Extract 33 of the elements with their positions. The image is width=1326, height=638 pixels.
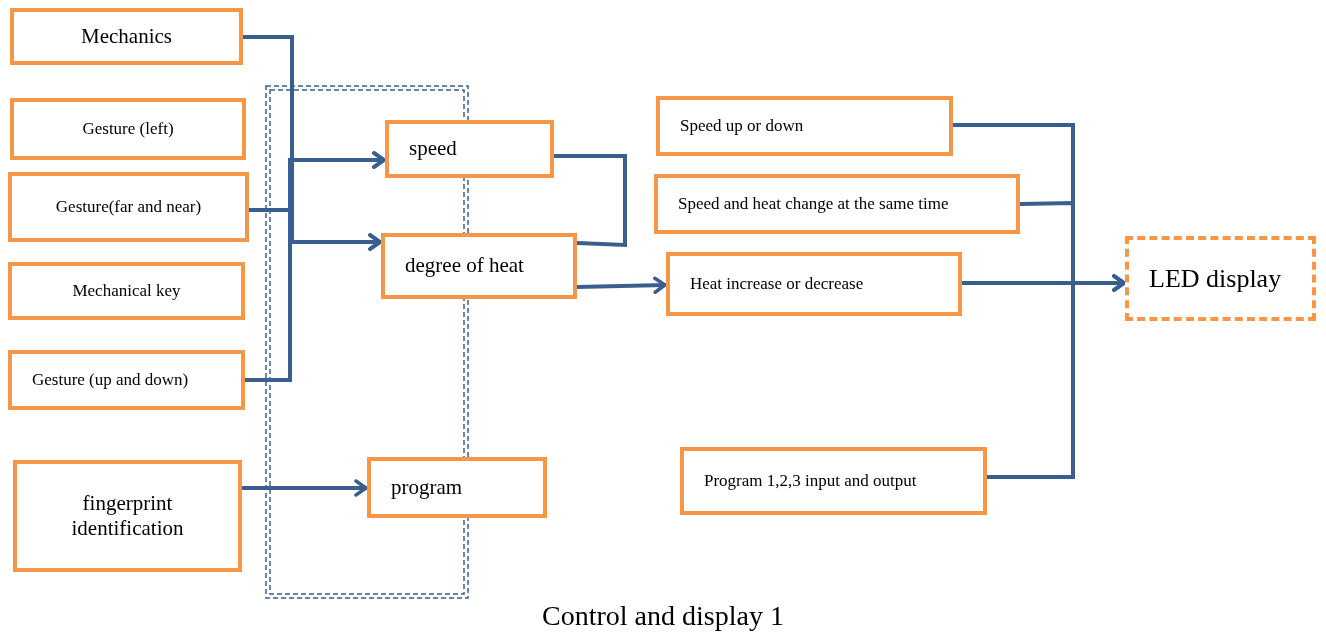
connector-arrow [245,233,382,382]
box-label: Mechanics [80,23,173,50]
box-label: Gesture(far and near) [54,196,203,218]
process-box [8,262,245,320]
process-box [8,172,249,242]
dashed-display-box [1125,236,1316,321]
box-label: Speed up or down [679,115,805,137]
box-label: program [390,474,464,501]
process-box [656,96,953,156]
process-box [367,457,547,518]
box-label: degree of heat [404,253,525,279]
connector-arrow [242,479,368,497]
connector-arrow [576,276,667,294]
box-label: LED display [1148,262,1283,295]
box-label: Gesture (up and down) [31,369,190,391]
caption: Control and display 1 [542,600,784,631]
process-box [666,252,962,316]
box-label: fingerprint identification [70,490,185,542]
box-label: Gesture (left) [81,118,175,140]
box-label: Heat increase or decrease [689,273,865,295]
process-box [10,8,243,65]
process-box [680,447,987,515]
box-label: Program 1,2,3 input and output [703,470,918,492]
process-box [13,460,242,572]
process-box [10,98,246,160]
connector-arrow [987,274,1126,479]
box-label: speed [408,136,458,162]
box-label: Mechanical key [71,280,182,302]
process-box [8,350,245,410]
process-box [381,233,577,299]
box-label: Speed and heat change at the same time [677,193,950,215]
process-box [654,174,1020,234]
process-box [385,120,554,178]
